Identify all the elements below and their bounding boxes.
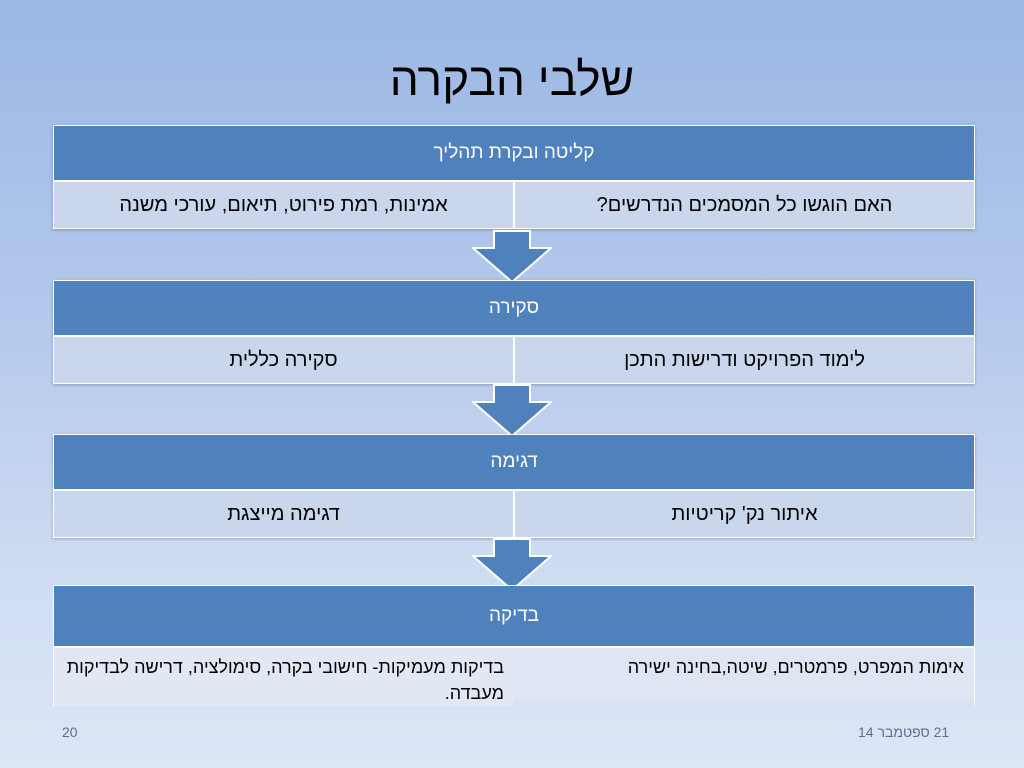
stage-header: דגימה: [54, 435, 974, 491]
page-number: 20: [62, 724, 78, 740]
stage-header: סקירה: [54, 281, 974, 337]
stage-header: קליטה ובקרת תהליך: [54, 126, 974, 182]
stage-right-cell: האם הוגשו כל המסמכים הנדרשים?: [515, 182, 974, 228]
slide-date: 21 ספטמבר 14: [858, 724, 950, 740]
stage-left-cell: בדיקות מעמיקות- חישובי בקרה, סימולציה, ד…: [54, 648, 514, 706]
stage-right-cell: אימות המפרט, פרמטרים, שיטה,בחינה ישירה: [514, 648, 974, 700]
down-arrow-icon: [472, 230, 552, 284]
stage-intake: קליטה ובקרת תהליך האם הוגשו כל המסמכים ה…: [53, 125, 975, 229]
stage-row: אימות המפרט, פרמטרים, שיטה,בחינה ישירה ב…: [54, 648, 974, 706]
stage-left-cell: סקירה כללית: [54, 337, 515, 383]
slide-title: שלבי הבקרה: [389, 53, 635, 105]
stage-header: בדיקה: [54, 586, 974, 648]
stage-sampling: דגימה איתור נק' קריטיות דגימה מייצגת: [53, 434, 975, 538]
stage-left-cell: אמינות, רמת פירוט, תיאום, עורכי משנה: [54, 182, 515, 228]
stage-left-cell: דגימה מייצגת: [54, 491, 515, 537]
stage-row: איתור נק' קריטיות דגימה מייצגת: [54, 491, 974, 537]
down-arrow-icon: [472, 384, 552, 438]
stage-right-cell: לימוד הפרויקט ודרישות התכן: [515, 337, 974, 383]
stage-row: האם הוגשו כל המסמכים הנדרשים? אמינות, רמ…: [54, 182, 974, 228]
stage-inspection: בדיקה אימות המפרט, פרמטרים, שיטה,בחינה י…: [53, 585, 975, 706]
stage-review: סקירה לימוד הפרויקט ודרישות התכן סקירה כ…: [53, 280, 975, 384]
stage-row: לימוד הפרויקט ודרישות התכן סקירה כללית: [54, 337, 974, 383]
down-arrow-icon: [472, 538, 552, 592]
stage-right-cell: איתור נק' קריטיות: [515, 491, 974, 537]
